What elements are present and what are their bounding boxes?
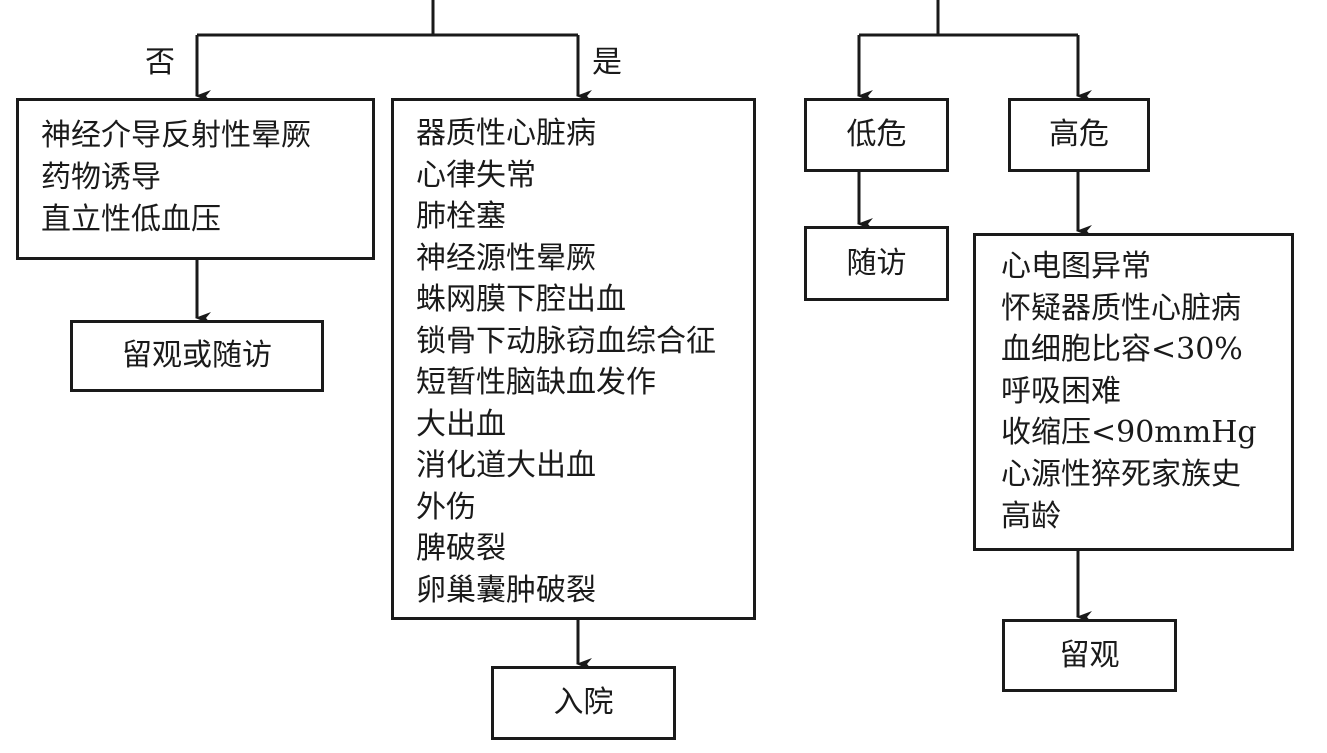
high-risk-factor-item: 怀疑器质性心脏病 [1001, 290, 1241, 326]
yes-cause-item: 心律失常 [416, 157, 536, 193]
observe-or-followup-label: 留观或随访 [122, 338, 272, 373]
high-risk-factor-item: 呼吸困难 [1001, 373, 1121, 409]
yes-branch-label: 是 [592, 45, 622, 80]
observe-label: 留观 [1059, 637, 1120, 673]
no-causes-box: 神经介导反射性晕厥 药物诱导 直立性低血压 [16, 98, 375, 260]
high-risk-factors-box: 心电图异常 怀疑器质性心脏病 血细胞比容<30% 呼吸困难 收缩压<90mmHg… [973, 233, 1294, 551]
yes-cause-item: 蛛网膜下腔出血 [416, 282, 626, 317]
observe-or-followup-box: 留观或随访 [70, 320, 324, 392]
yes-cause-item: 肺栓塞 [416, 199, 506, 234]
yes-cause-item: 卵巢囊肿破裂 [416, 572, 596, 608]
no-cause-item: 药物诱导 [41, 160, 161, 195]
high-risk-box: 高危 [1008, 98, 1150, 172]
admit-box: 入院 [491, 666, 676, 740]
admit-label: 入院 [553, 685, 614, 720]
observe-box: 留观 [1002, 619, 1177, 692]
low-risk-label: 低危 [846, 117, 907, 152]
yes-cause-item: 外伤 [416, 489, 476, 525]
high-risk-factor-item: 血细胞比容<30% [1001, 332, 1243, 368]
high-risk-factor-item: 高龄 [1001, 498, 1061, 534]
yes-cause-item: 锁骨下动脉窃血综合征 [416, 323, 716, 359]
yes-cause-item: 大出血 [416, 406, 506, 442]
yes-cause-item: 脾破裂 [416, 531, 506, 566]
no-cause-item: 直立性低血压 [41, 202, 221, 237]
high-risk-factor-item: 心电图异常 [1001, 249, 1151, 284]
no-cause-item: 神经介导反射性晕厥 [41, 118, 311, 153]
followup-label: 随访 [846, 245, 907, 281]
yes-cause-item: 神经源性晕厥 [416, 240, 596, 276]
no-branch-label: 否 [145, 45, 175, 80]
followup-box: 随访 [804, 226, 949, 301]
low-risk-box: 低危 [804, 98, 949, 172]
yes-causes-box: 器质性心脏病 心律失常 肺栓塞 神经源性晕厥 蛛网膜下腔出血 锁骨下动脉窃血综合… [391, 98, 756, 620]
high-risk-label: 高危 [1049, 117, 1109, 152]
yes-cause-item: 器质性心脏病 [416, 116, 596, 151]
high-risk-factor-item: 收缩压<90mmHg [1001, 415, 1257, 451]
high-risk-factor-item: 心源性猝死家族史 [1001, 456, 1241, 492]
yes-cause-item: 短暂性脑缺血发作 [416, 365, 656, 400]
yes-cause-item: 消化道大出血 [416, 448, 596, 483]
